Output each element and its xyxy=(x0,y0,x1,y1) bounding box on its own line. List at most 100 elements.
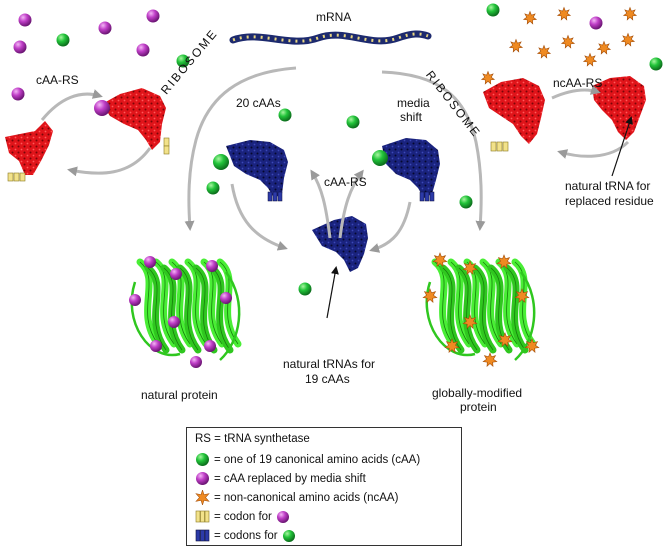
beta-strand-outline xyxy=(195,267,215,351)
magenta-sphere-icon xyxy=(18,13,32,27)
globally-modified-label-2: protein xyxy=(460,400,497,414)
pointer-natural-trnas-19 xyxy=(326,266,339,319)
trna-blue-center-left xyxy=(213,140,288,202)
legend-item-replaced: = cAA replaced by media shift xyxy=(195,471,366,486)
natural-protein-label: natural protein xyxy=(141,388,218,402)
beta-strand-outline xyxy=(179,267,199,351)
ncaa-stars-top-right xyxy=(480,6,638,85)
arrow-center-up-right xyxy=(338,169,364,239)
green-sphere-icon xyxy=(298,282,312,296)
blue-codon-icon xyxy=(195,528,210,543)
magenta-sphere-icon xyxy=(136,43,150,57)
media-shift-label-2: shift xyxy=(400,110,423,124)
free-amino-acids-top-left xyxy=(11,9,190,101)
beta-strand-outline xyxy=(458,267,478,351)
magenta-sphere-icon xyxy=(11,87,25,101)
arrow-caa-rs-left-up xyxy=(40,89,103,121)
orange-star-icon xyxy=(497,332,513,348)
caa-rs-center-label: cAA-RS xyxy=(324,175,367,189)
magenta-sphere-icon xyxy=(146,9,160,23)
green-sphere-icon xyxy=(195,452,210,467)
natural-trna-replaced-label-1: natural tRNA for xyxy=(565,179,651,193)
pointer-natural-trna-replaced xyxy=(611,116,633,177)
magenta-sphere-icon xyxy=(195,471,210,486)
magenta-sphere-icon xyxy=(144,256,156,268)
beta-strand-outline xyxy=(442,267,462,351)
beta-strand-outline xyxy=(506,267,526,351)
arrow-ribosome-left xyxy=(184,66,297,231)
natural-trnas-19-label-1: natural tRNAs for xyxy=(283,357,376,371)
mrna-strand xyxy=(229,30,432,45)
trna-red-left-lower xyxy=(5,121,53,182)
magenta-sphere-icon xyxy=(276,510,290,524)
arrow-center-up-left xyxy=(310,169,332,239)
magenta-sphere-icon xyxy=(150,340,162,352)
magenta-sphere-icon xyxy=(170,268,182,280)
green-sphere-icon xyxy=(206,181,220,195)
magenta-sphere-icon xyxy=(220,292,232,304)
beta-strand-outline xyxy=(474,267,494,351)
orange-star-icon xyxy=(496,254,512,270)
green-sphere-icon xyxy=(176,54,190,68)
orange-star-icon xyxy=(422,288,438,304)
magenta-sphere-icon xyxy=(168,316,180,328)
natural-trnas-19-label-2: 19 cAAs xyxy=(305,372,350,386)
green-sphere-icon xyxy=(282,529,296,543)
orange-star-icon xyxy=(536,44,552,59)
orange-star-icon xyxy=(462,314,478,330)
magenta-sphere-icon xyxy=(129,294,141,306)
magenta-sphere-icon xyxy=(589,16,603,30)
legend-item-blue-codon: = codons for xyxy=(195,528,296,543)
green-sphere-icon xyxy=(459,195,473,209)
arrow-ncaa-rs-down xyxy=(557,140,630,159)
modified-protein-structure xyxy=(422,252,540,368)
trna-red-left-upper xyxy=(94,88,170,155)
orange-star-icon xyxy=(582,52,598,67)
legend-box: RS = tRNA synthetase = one of 19 canonic… xyxy=(186,427,462,546)
globally-modified-label-1: globally-modified xyxy=(432,386,523,400)
legend-title: RS = tRNA synthetase xyxy=(195,433,310,445)
orange-star-icon xyxy=(508,38,524,53)
orange-star-icon xyxy=(195,490,210,505)
orange-star-icon xyxy=(524,338,540,354)
legend-item-yellow-codon: = codon for xyxy=(195,509,290,524)
arrow-center-right-down xyxy=(369,201,412,253)
orange-star-icon xyxy=(514,288,530,304)
twenty-caas-label: 20 cAAs xyxy=(236,96,281,110)
magenta-sphere-icon xyxy=(206,260,218,272)
orange-star-icon xyxy=(522,10,538,25)
orange-star-icon xyxy=(432,252,448,268)
trna-red-right-left xyxy=(483,78,545,152)
natural-trna-replaced-label-2: replaced residue xyxy=(565,194,654,208)
orange-star-icon xyxy=(480,70,496,85)
orange-star-icon xyxy=(560,34,576,49)
beta-strand-outline xyxy=(211,267,231,351)
arrow-caa-rs-left-down xyxy=(67,147,152,177)
caa-rs-left-label: cAA-RS xyxy=(36,73,79,87)
green-sphere-icon xyxy=(278,108,292,122)
media-shift-label-1: media xyxy=(397,96,430,110)
magenta-sphere-icon xyxy=(98,21,112,35)
ncaa-rs-label: ncAA-RS xyxy=(553,76,603,90)
orange-star-icon xyxy=(444,338,460,354)
magenta-sphere-icon xyxy=(13,40,27,54)
orange-star-icon xyxy=(596,40,612,55)
trna-blue-center-bottom xyxy=(312,216,368,272)
green-sphere-icon xyxy=(346,115,360,129)
orange-star-icon xyxy=(556,6,572,21)
magenta-sphere-icon xyxy=(204,340,216,352)
arrow-center-left-down xyxy=(230,183,288,251)
legend-item-caa: = one of 19 canonical amino acids (cAA) xyxy=(195,452,420,467)
trna-blue-center-right xyxy=(372,138,440,202)
green-sphere-icon xyxy=(56,33,70,47)
magenta-sphere-icon xyxy=(190,356,202,368)
orange-star-icon xyxy=(622,6,638,21)
free-amino-acids-top-right xyxy=(486,3,663,71)
green-sphere-icon xyxy=(649,57,663,71)
arrow-ncaa-rs-up xyxy=(551,85,601,100)
beta-strand-outline xyxy=(163,267,183,351)
mrna-label: mRNA xyxy=(316,10,352,24)
arrow-ribosome-right xyxy=(381,70,486,231)
orange-star-icon xyxy=(482,352,498,368)
